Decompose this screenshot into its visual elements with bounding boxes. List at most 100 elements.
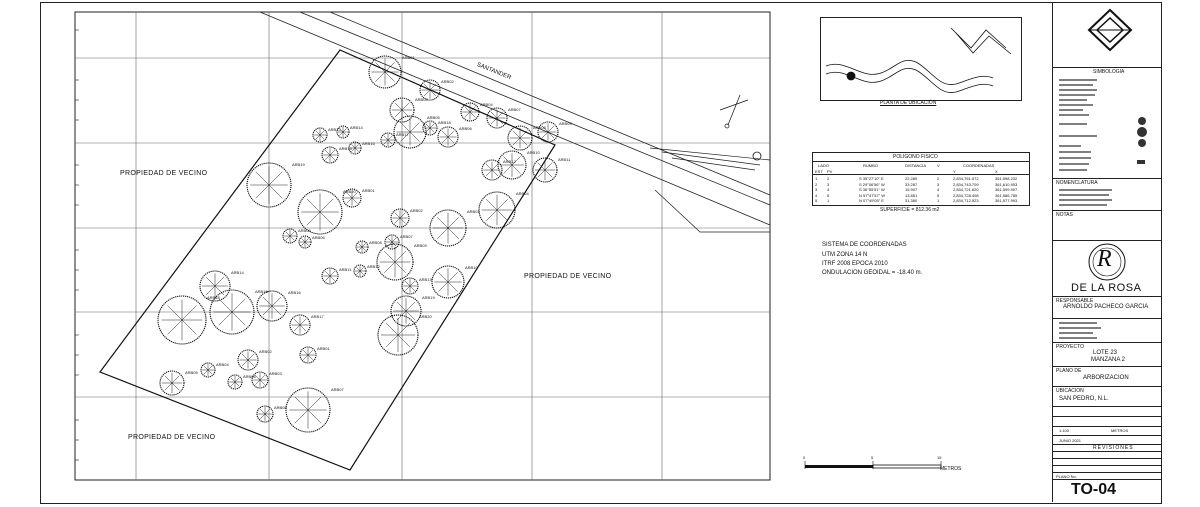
tree-branch <box>325 150 331 156</box>
tree-branch <box>301 241 306 246</box>
responsable-label: RESPONSABLE <box>1056 298 1094 304</box>
tree-branch <box>164 375 173 384</box>
tree-branch <box>303 354 309 360</box>
responsable-details <box>1059 322 1101 339</box>
tree-branch <box>490 111 498 119</box>
tree-label: ARB01 <box>317 346 330 351</box>
ubicacion-label: UBICACION <box>1056 388 1084 394</box>
tree-branch <box>385 334 399 348</box>
tree-branch <box>354 147 359 152</box>
neighbor-label-left-top: PROPIEDAD DE VECINO <box>120 170 208 177</box>
tree-branch <box>425 127 431 133</box>
tree-branch <box>358 243 363 248</box>
tree-branch <box>469 106 476 113</box>
tree-branch <box>303 350 309 356</box>
tree-branch <box>384 251 396 263</box>
polygon-surface: SUPERFICIE = 812.36 m2 <box>880 207 940 213</box>
tree-branch <box>203 365 209 371</box>
tree-branch <box>342 128 347 133</box>
tree-branch <box>307 350 313 356</box>
tree-branch <box>307 396 322 411</box>
table-cell: 2 <box>815 181 818 187</box>
tree-branch <box>205 285 216 296</box>
tree-branch <box>205 276 216 287</box>
unidades-value: METROS <box>1111 428 1129 433</box>
nomenclature-entries <box>1059 189 1112 206</box>
tree-branch <box>441 136 449 144</box>
tree-branch <box>319 211 334 226</box>
tree-branch <box>329 154 335 160</box>
tree-branch <box>399 217 406 224</box>
tree-branch <box>361 246 366 251</box>
table-header: RUMBO <box>863 163 878 168</box>
tree-branch <box>537 162 546 171</box>
tree-branch <box>299 318 307 326</box>
tree-branch <box>306 198 321 213</box>
tree-label: ARB07 <box>400 234 413 239</box>
tree-branch <box>271 305 282 316</box>
tree-branch <box>351 147 356 152</box>
location-map-title: PLANTA DE UBICACIÓN <box>880 100 937 106</box>
table-cell: 361,599.907 <box>995 187 1018 192</box>
neighbor-label-right: PROPIEDAD DE VECINO <box>524 273 612 280</box>
scale-bar-graphic <box>804 461 942 469</box>
tree-branch <box>512 137 521 146</box>
tree-label: ARB01 <box>402 55 415 60</box>
tree-symbol <box>486 107 508 129</box>
tree-branch <box>293 324 301 332</box>
tree-symbol <box>251 371 269 389</box>
tree-branch <box>329 275 335 281</box>
tree-branch <box>230 381 236 387</box>
plano-no-label: PLANO No. <box>1056 474 1077 479</box>
table-header: LADO <box>818 163 829 168</box>
tree-symbol <box>497 150 527 180</box>
tree-branch <box>485 169 493 177</box>
tree-branch <box>547 125 555 133</box>
tree-branch <box>503 164 513 174</box>
tree-branch <box>511 164 521 174</box>
tree-branch <box>231 298 246 313</box>
tree-branch <box>396 301 407 312</box>
table-cell: 2,834,712.523 <box>953 198 979 203</box>
tree-symbol <box>537 121 559 143</box>
tree-branch <box>346 192 353 199</box>
tree-symbol <box>199 270 231 302</box>
tree-symbol <box>298 235 312 249</box>
tree-label: ARB16 <box>362 141 375 146</box>
location-map-drawing <box>825 27 1012 93</box>
tree-branch <box>409 122 420 133</box>
table-cell: 2 <box>937 176 940 181</box>
tree-branch <box>259 379 265 385</box>
tree-branch <box>319 130 325 136</box>
tree-symbol <box>157 295 207 345</box>
legend-entries <box>1059 79 1147 171</box>
tree-branch <box>171 382 180 391</box>
tree-branch <box>437 217 449 229</box>
tree-branch <box>218 298 233 313</box>
coord-line: SISTEMA DE COORDENADAS <box>822 242 907 248</box>
tree-branch <box>351 144 356 149</box>
tree-symbol <box>312 127 328 143</box>
tree-branch <box>384 71 395 82</box>
table-cell: 361,577.993 <box>995 198 1018 203</box>
table-cell: 4 <box>827 187 830 192</box>
tree-branch <box>429 89 437 97</box>
escala-value: 1:100 <box>1059 428 1070 433</box>
responsable-name: ARNOLDO PACHECO GARCIA <box>1063 304 1149 310</box>
tree-branch <box>167 305 183 321</box>
location-map <box>820 17 1022 101</box>
tree-branch <box>486 209 498 221</box>
tree-label: ARB12 <box>367 264 380 269</box>
tree-branch <box>358 246 363 251</box>
polygon-table: POLIGONO FISICO LADO RUMBO DISTANCIA V C… <box>812 152 1030 206</box>
tree-branch <box>405 281 411 287</box>
tree-branch <box>423 89 431 97</box>
tree-branch <box>485 163 493 171</box>
tree-branch <box>396 310 407 321</box>
tree-branch <box>429 127 435 133</box>
tree-label: ARB19 <box>292 162 305 167</box>
tree-label: ARB16 <box>288 290 301 295</box>
tree-branch <box>268 184 283 199</box>
tree-branch <box>438 272 449 283</box>
street-edges <box>259 11 771 226</box>
